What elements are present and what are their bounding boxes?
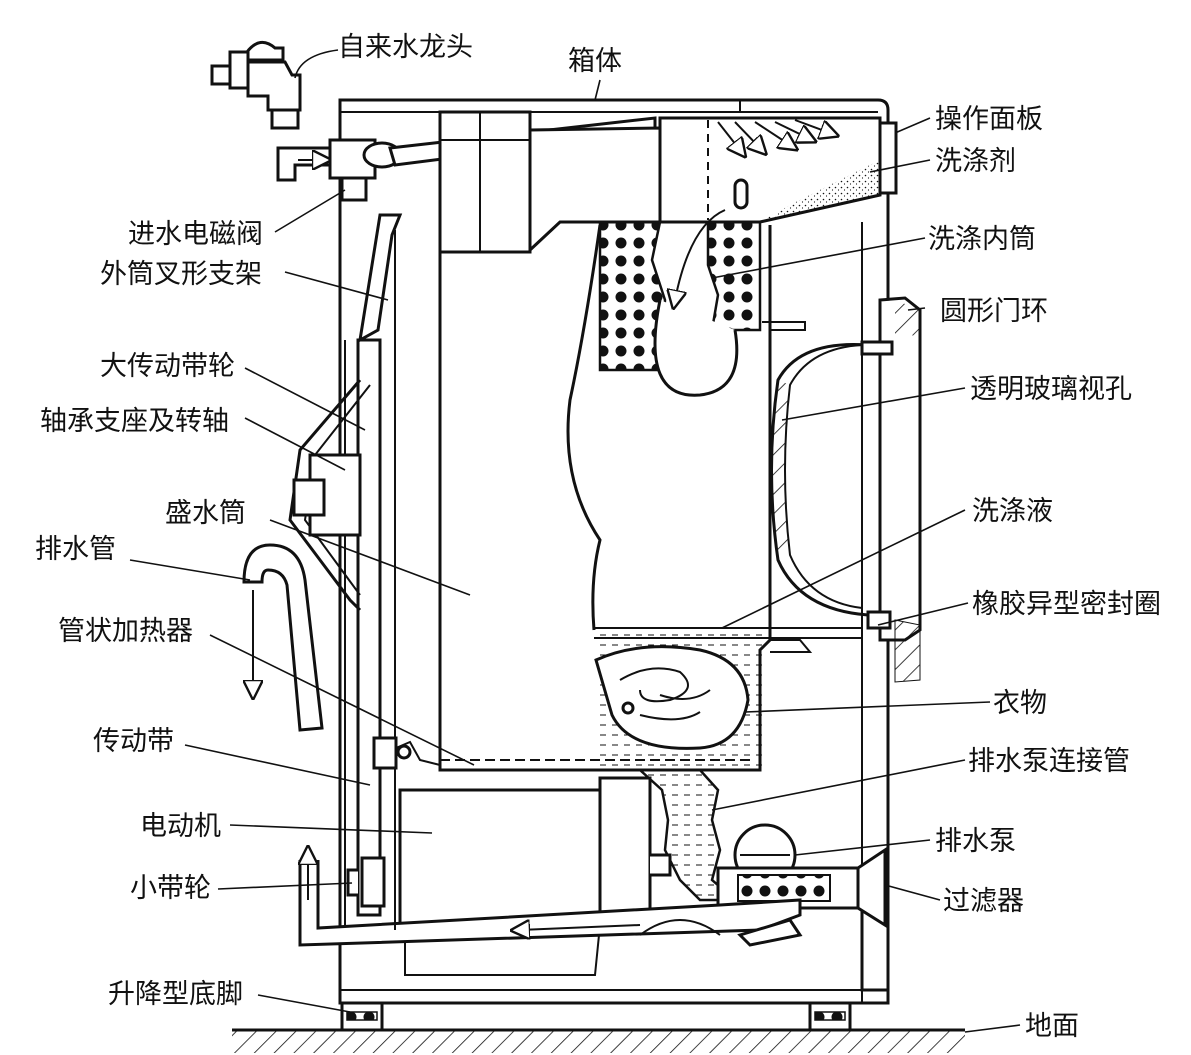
leader-lines [129,49,1021,1033]
label-inlet-valve: 进水电磁阀 [128,219,263,250]
label-heater: 管状加热器 [58,616,193,647]
inner-drum [566,209,762,631]
label-detergent: 洗涤剂 [935,146,1016,177]
motor [398,776,672,976]
clothes [594,645,750,750]
label-wash-liquid: 洗涤液 [972,496,1053,527]
label-clothes: 衣物 [993,688,1047,719]
label-pump: 排水泵 [935,826,1016,857]
label-pump-pipe: 排水泵连接管 [968,746,1130,777]
bottom-drain-channel [300,855,803,947]
label-motor: 电动机 [140,811,221,842]
label-fork-bracket: 外筒叉形支架 [100,259,262,290]
door [770,296,922,683]
label-faucet: 自来水龙头 [338,32,473,63]
label-bearing: 轴承支座及转轴 [40,406,229,437]
belt-assembly [288,213,403,930]
drain-hose [242,543,324,732]
label-filter: 过滤器 [943,886,1024,917]
label-cabinet: 箱体 [568,46,622,77]
label-control-panel: 操作面板 [935,104,1043,135]
heater [372,736,441,770]
label-ground: 地面 [1025,1011,1079,1042]
adjustable-feet [340,1001,852,1032]
label-belt: 传动带 [93,726,174,757]
label-big-pulley: 大传动带轮 [100,351,235,382]
upper-frame [438,110,662,254]
detergent-box [658,116,898,224]
faucet [210,40,302,130]
label-inner-drum: 洗涤内筒 [928,224,1036,255]
label-feet: 升降型底脚 [108,979,243,1010]
ground [232,1028,965,1053]
drain-pump [716,823,887,928]
label-glass-window: 透明玻璃视孔 [970,374,1132,405]
label-small-pulley: 小带轮 [130,873,211,904]
label-rubber-seal: 橡胶异型密封圈 [972,589,1161,620]
label-door-ring: 圆形门环 [940,296,1048,327]
label-tub: 盛水筒 [165,498,246,529]
label-drain-hose: 排水管 [35,534,116,565]
